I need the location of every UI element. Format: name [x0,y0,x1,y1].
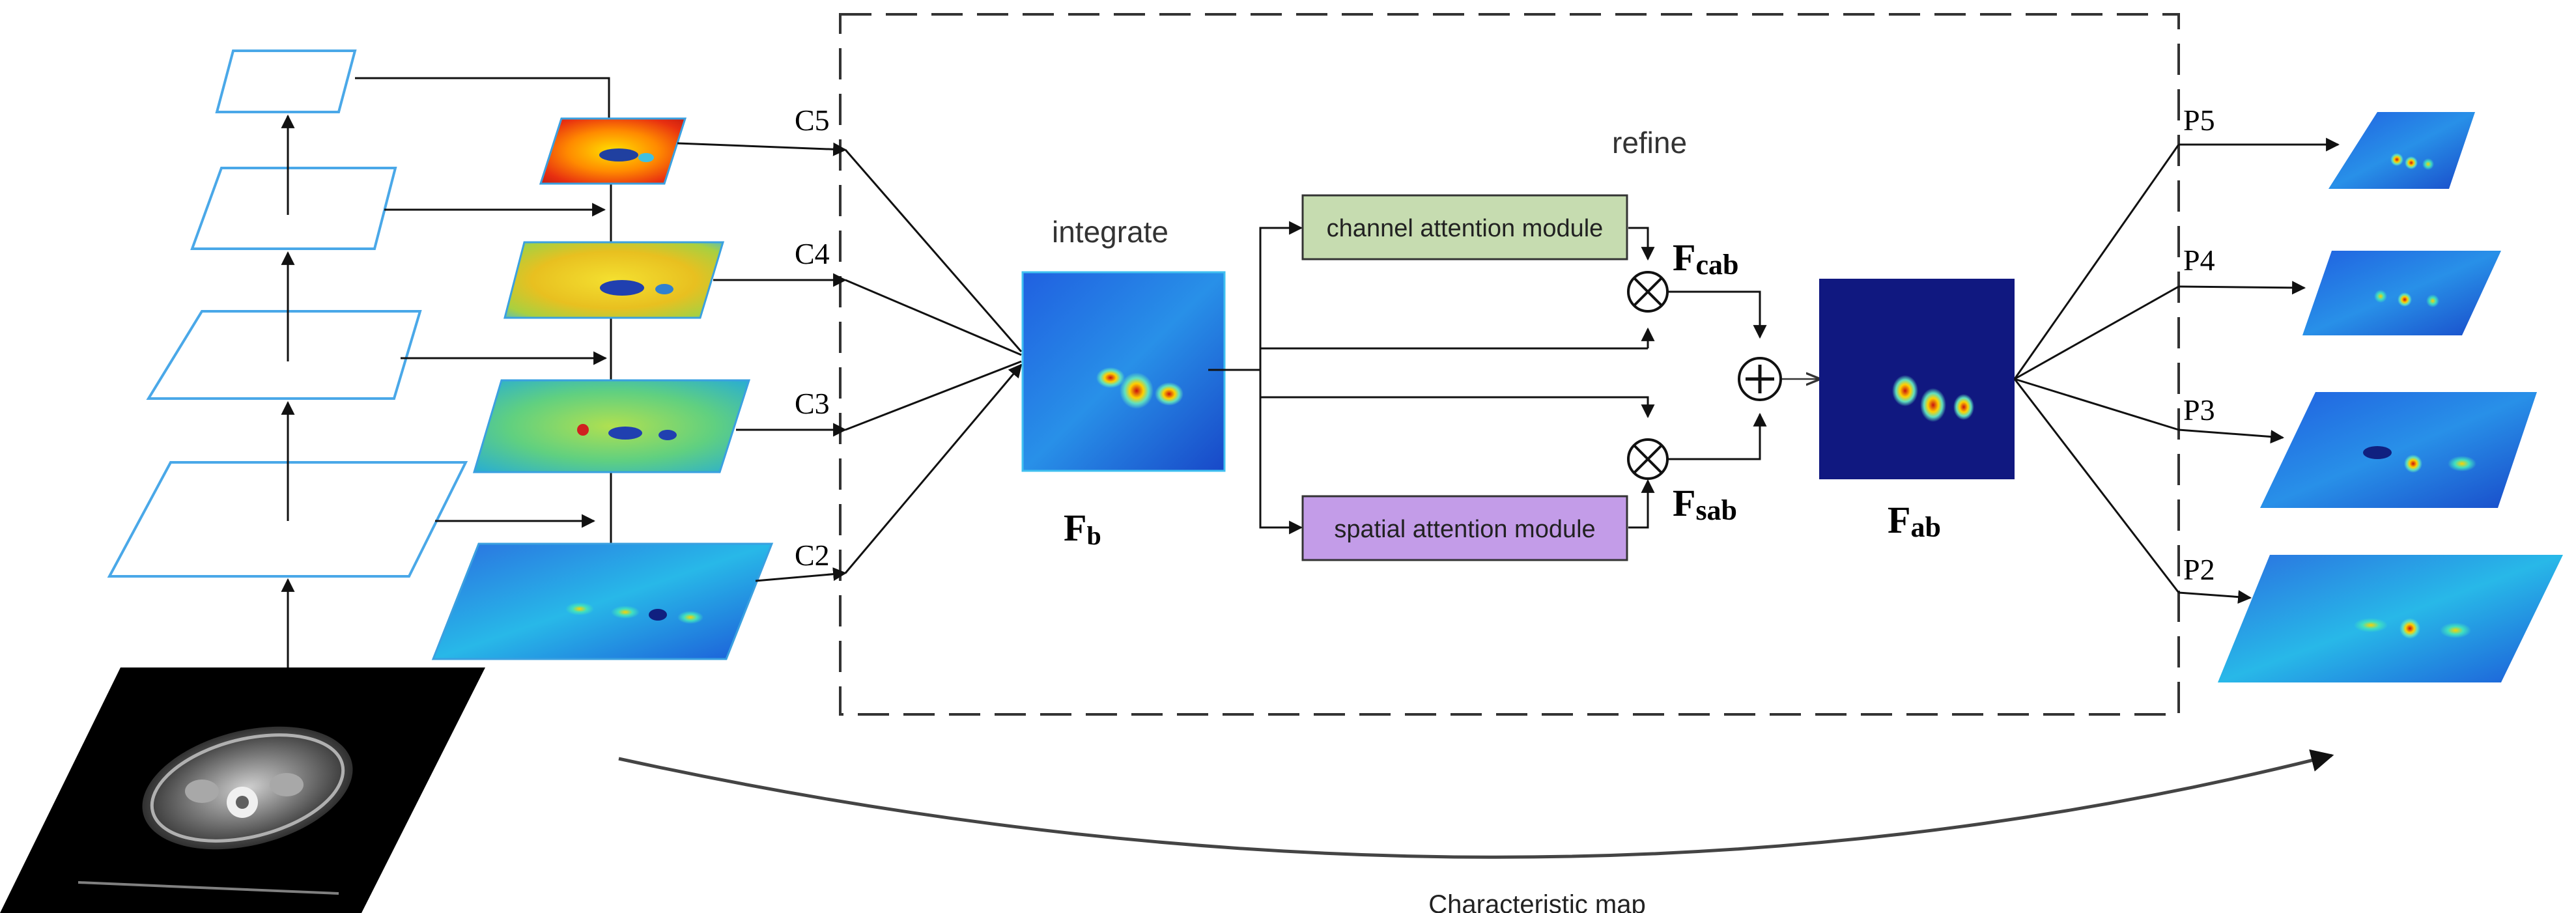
label-p3: P3 [2183,393,2215,427]
output-map-p3 [2260,392,2537,508]
backbone-plane-3 [146,310,422,400]
fb-label: Fb [1064,507,1101,550]
integrate-label: integrate [1052,215,1168,249]
channel-attention-label: channel attention module [1327,215,1604,242]
feature-map-fb [1021,271,1226,472]
fcab-label: Fcab [1673,236,1738,281]
backbone-plane-5 [215,49,357,113]
channel-attention-module [1301,194,1628,260]
label-p2: P2 [2183,553,2215,586]
output-map-p2 [2218,555,2563,682]
add-operator [1738,357,1782,401]
output-map-p4 [2302,251,2501,335]
label-c3: C3 [795,387,830,420]
refine-label: refine [1612,126,1687,160]
integrate-converge-lines [844,149,1023,574]
feature-map-c2 [431,542,774,660]
label-c2: C2 [795,539,830,572]
c-level-arrows [677,142,847,582]
fab-label: Fab [1888,499,1941,543]
feature-map-fab [1819,279,2015,479]
output-map-p5 [2328,112,2475,189]
multiply-operator-bottom [1627,438,1669,480]
label-c4: C4 [795,237,830,270]
feature-map-c5 [539,117,687,185]
spatial-attention-module [1301,495,1628,561]
fsab-label: Fsab [1673,482,1737,526]
refine-branch-lines [1208,221,1767,535]
lateral-arrows [355,77,616,528]
bottom-curved-arrow [618,749,2334,859]
module-boundary [839,13,2180,716]
ct-scan-input [0,667,485,913]
spatial-attention-label: spatial attention module [1334,516,1595,543]
output-split-lines [2013,137,2340,604]
feature-map-c3 [472,379,751,473]
backbone-plane-4 [190,167,397,250]
label-c5: C5 [795,104,830,137]
feature-map-c4 [503,241,725,319]
label-p4: P4 [2183,244,2215,277]
multiply-operator-top [1627,271,1669,313]
bottom-caption: Characteristic map [1428,890,1645,913]
label-p5: P5 [2183,104,2215,137]
